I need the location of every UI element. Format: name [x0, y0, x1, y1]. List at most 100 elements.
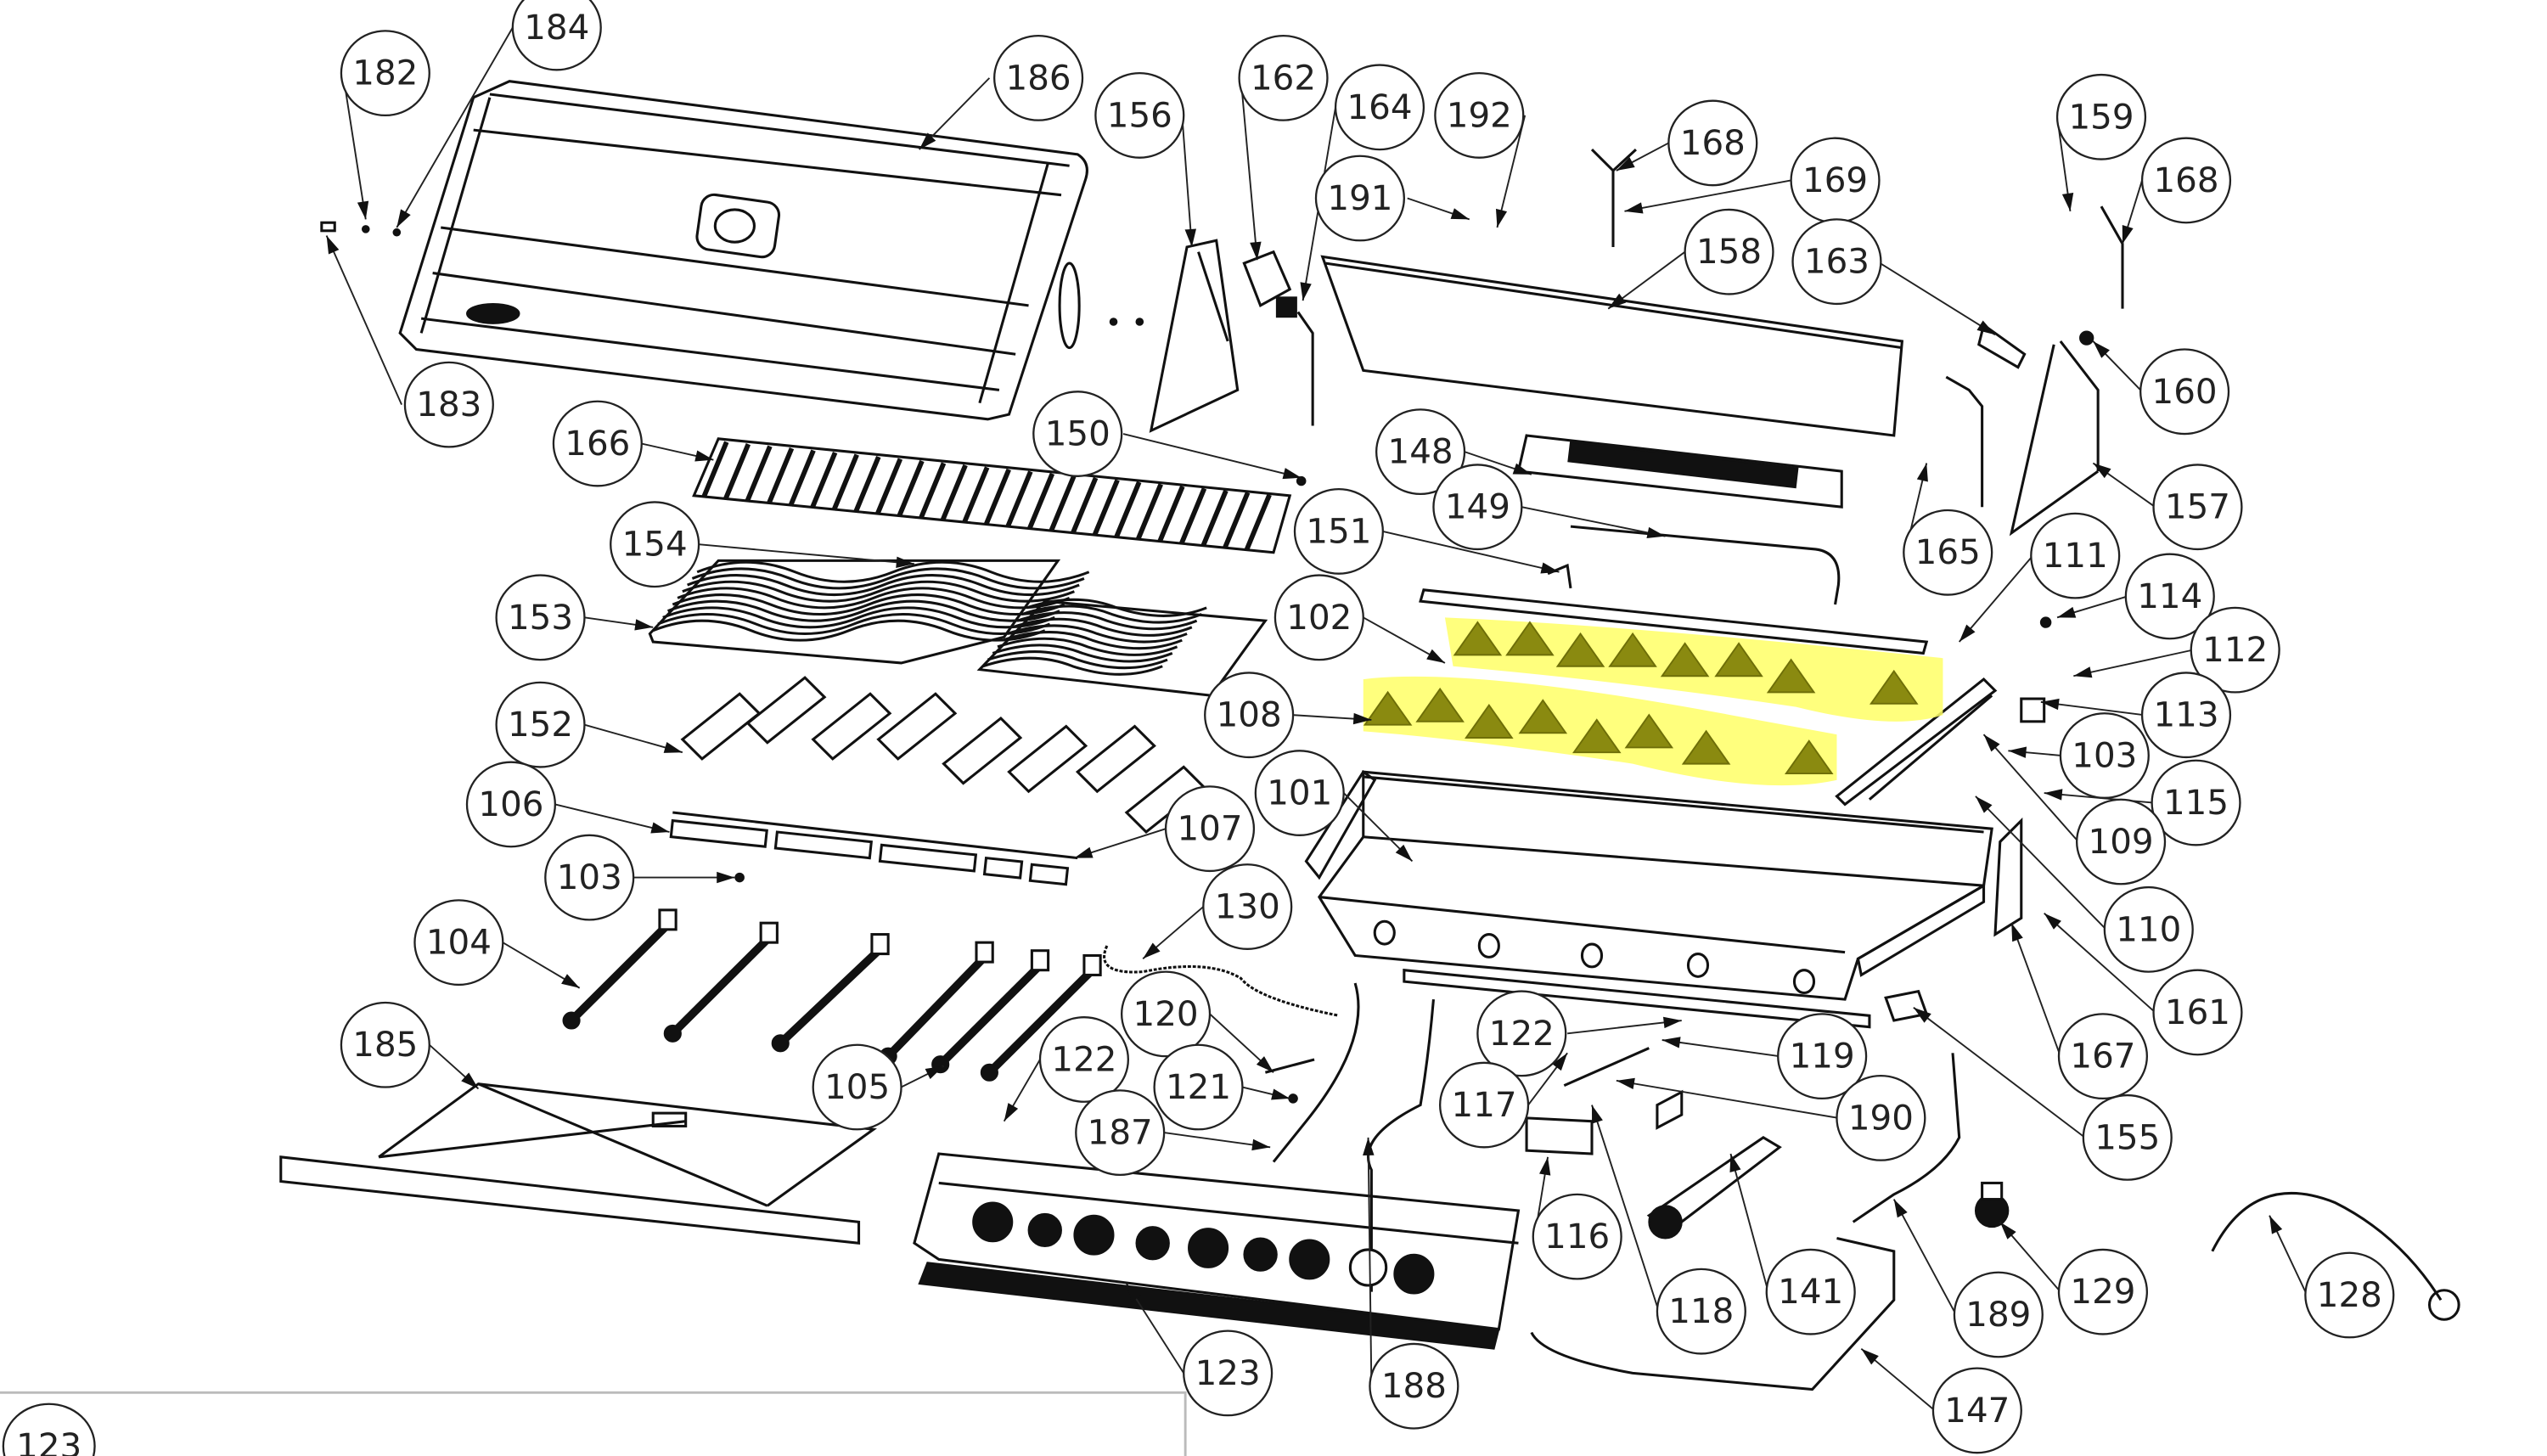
callout-120[interactable]: 120: [1121, 970, 1212, 1058]
callout-161[interactable]: 161: [2152, 969, 2243, 1056]
callout-159[interactable]: 159: [2055, 73, 2147, 160]
callout-104[interactable]: 104: [413, 899, 504, 987]
callout-165[interactable]: 165: [1903, 509, 1993, 596]
callout-label: 165: [1915, 532, 1981, 572]
arrowhead-110: [1975, 795, 1993, 813]
callout-187[interactable]: 187: [1075, 1089, 1166, 1177]
callout-130[interactable]: 130: [1202, 863, 1293, 950]
callout-153[interactable]: 153: [495, 574, 586, 661]
callout-156[interactable]: 156: [1094, 71, 1185, 159]
callout-109[interactable]: 109: [2076, 798, 2167, 885]
callout-190[interactable]: 190: [1836, 1074, 1926, 1161]
callout-circle: [340, 30, 430, 117]
callout-circle: [2152, 969, 2243, 1056]
callout-116[interactable]: 116: [1532, 1193, 1622, 1280]
callout-117[interactable]: 117: [1439, 1061, 1530, 1149]
burner-tube: [568, 923, 670, 1024]
burner-tube: [937, 964, 1042, 1068]
callout-circle: [1314, 155, 1405, 242]
callout-152[interactable]: 152: [495, 681, 586, 768]
callout-158[interactable]: 158: [1684, 208, 1774, 295]
arrowhead-153: [634, 619, 654, 631]
callout-122b[interactable]: 122: [1476, 990, 1567, 1077]
callout-119[interactable]: 119: [1777, 1013, 1868, 1100]
callout-191[interactable]: 191: [1314, 155, 1405, 242]
arrowhead-189: [1893, 1199, 1908, 1218]
callout-184[interactable]: 184: [511, 0, 602, 71]
callout-167[interactable]: 167: [2057, 1013, 2148, 1100]
callout-101[interactable]: 101: [1254, 750, 1345, 836]
callout-102[interactable]: 102: [1274, 574, 1364, 661]
callout-188[interactable]: 188: [1369, 1342, 1459, 1430]
callout-189[interactable]: 189: [1953, 1271, 2044, 1358]
arrowhead-154: [896, 556, 914, 568]
callout-112[interactable]: 112: [2190, 606, 2280, 694]
callout-147[interactable]: 147: [1931, 1367, 2022, 1454]
burner-end: [663, 1024, 682, 1043]
callout-186[interactable]: 186: [993, 34, 1084, 121]
callout-182[interactable]: 182: [340, 30, 430, 117]
arrowhead-109: [1983, 734, 2000, 752]
leader-line-169: [1624, 179, 1791, 212]
callout-169[interactable]: 169: [1790, 137, 1881, 224]
callout-166[interactable]: 166: [552, 400, 643, 487]
callout-157[interactable]: 157: [2152, 464, 2243, 551]
callout-108[interactable]: 108: [1204, 672, 1295, 759]
callout-label: 182: [352, 53, 418, 93]
callout-circle: [1375, 408, 1466, 496]
callout-150[interactable]: 150: [1032, 391, 1123, 477]
grid-wire: [1016, 611, 1198, 631]
control-knob: [1393, 1253, 1435, 1295]
callout-183[interactable]: 183: [403, 361, 494, 448]
rack-bar: [874, 458, 903, 515]
callout-163[interactable]: 163: [1791, 218, 1882, 306]
callout-141[interactable]: 141: [1765, 1248, 1856, 1335]
callout-154[interactable]: 154: [610, 501, 700, 588]
callout-162[interactable]: 162: [1238, 34, 1329, 121]
callout-192[interactable]: 192: [1434, 71, 1525, 159]
arrowhead-120: [1256, 1056, 1274, 1073]
grid-wire: [672, 593, 1065, 616]
grid-wire: [696, 560, 1090, 583]
flame-tamer: [1714, 642, 1763, 677]
burner-tab: [975, 941, 994, 964]
callout-123[interactable]: 123: [1183, 1330, 1274, 1417]
rack-bar: [1114, 481, 1142, 539]
callout-118[interactable]: 118: [1656, 1268, 1746, 1355]
callout-129[interactable]: 129: [2057, 1248, 2148, 1335]
callout-151[interactable]: 151: [1293, 487, 1384, 575]
callout-113[interactable]: 113: [2140, 672, 2232, 759]
arrowhead-101: [1395, 844, 1413, 862]
callout-149[interactable]: 149: [1432, 464, 1523, 551]
grid-wire: [666, 599, 1060, 622]
callout-circle: [1094, 71, 1185, 159]
callout-160[interactable]: 160: [2139, 348, 2230, 436]
callout-121[interactable]: 121: [1153, 1043, 1244, 1131]
leader-line-189: [1892, 1199, 1957, 1315]
grid-wire: [677, 587, 1071, 610]
burner-tab: [658, 908, 678, 931]
callout-185[interactable]: 185: [340, 1001, 430, 1088]
grid-wire: [987, 650, 1168, 670]
control-knob: [1243, 1237, 1278, 1272]
callout-168a[interactable]: 168: [1667, 99, 1758, 187]
callout-128[interactable]: 128: [2304, 1251, 2395, 1339]
callout-110[interactable]: 110: [2103, 885, 2194, 973]
callout-circle: [2124, 553, 2215, 640]
callout-148[interactable]: 148: [1375, 408, 1466, 496]
callout-122a[interactable]: 122: [1038, 1016, 1129, 1103]
callout-107[interactable]: 107: [1164, 785, 1256, 873]
callout-103a[interactable]: 103: [2059, 712, 2150, 799]
callout-155[interactable]: 155: [2082, 1093, 2173, 1181]
callout-114[interactable]: 114: [2124, 553, 2215, 640]
callout-105[interactable]: 105: [812, 1043, 902, 1131]
callout-111[interactable]: 111: [2030, 512, 2121, 599]
callout-115[interactable]: 115: [2151, 759, 2241, 846]
callout-circle: [993, 34, 1084, 121]
callout-164[interactable]: 164: [1334, 64, 1425, 151]
callout-103b[interactable]: 103: [544, 834, 635, 921]
callout-106[interactable]: 106: [465, 761, 556, 848]
callout-168b[interactable]: 168: [2140, 137, 2232, 224]
leader-line-154: [698, 543, 915, 565]
